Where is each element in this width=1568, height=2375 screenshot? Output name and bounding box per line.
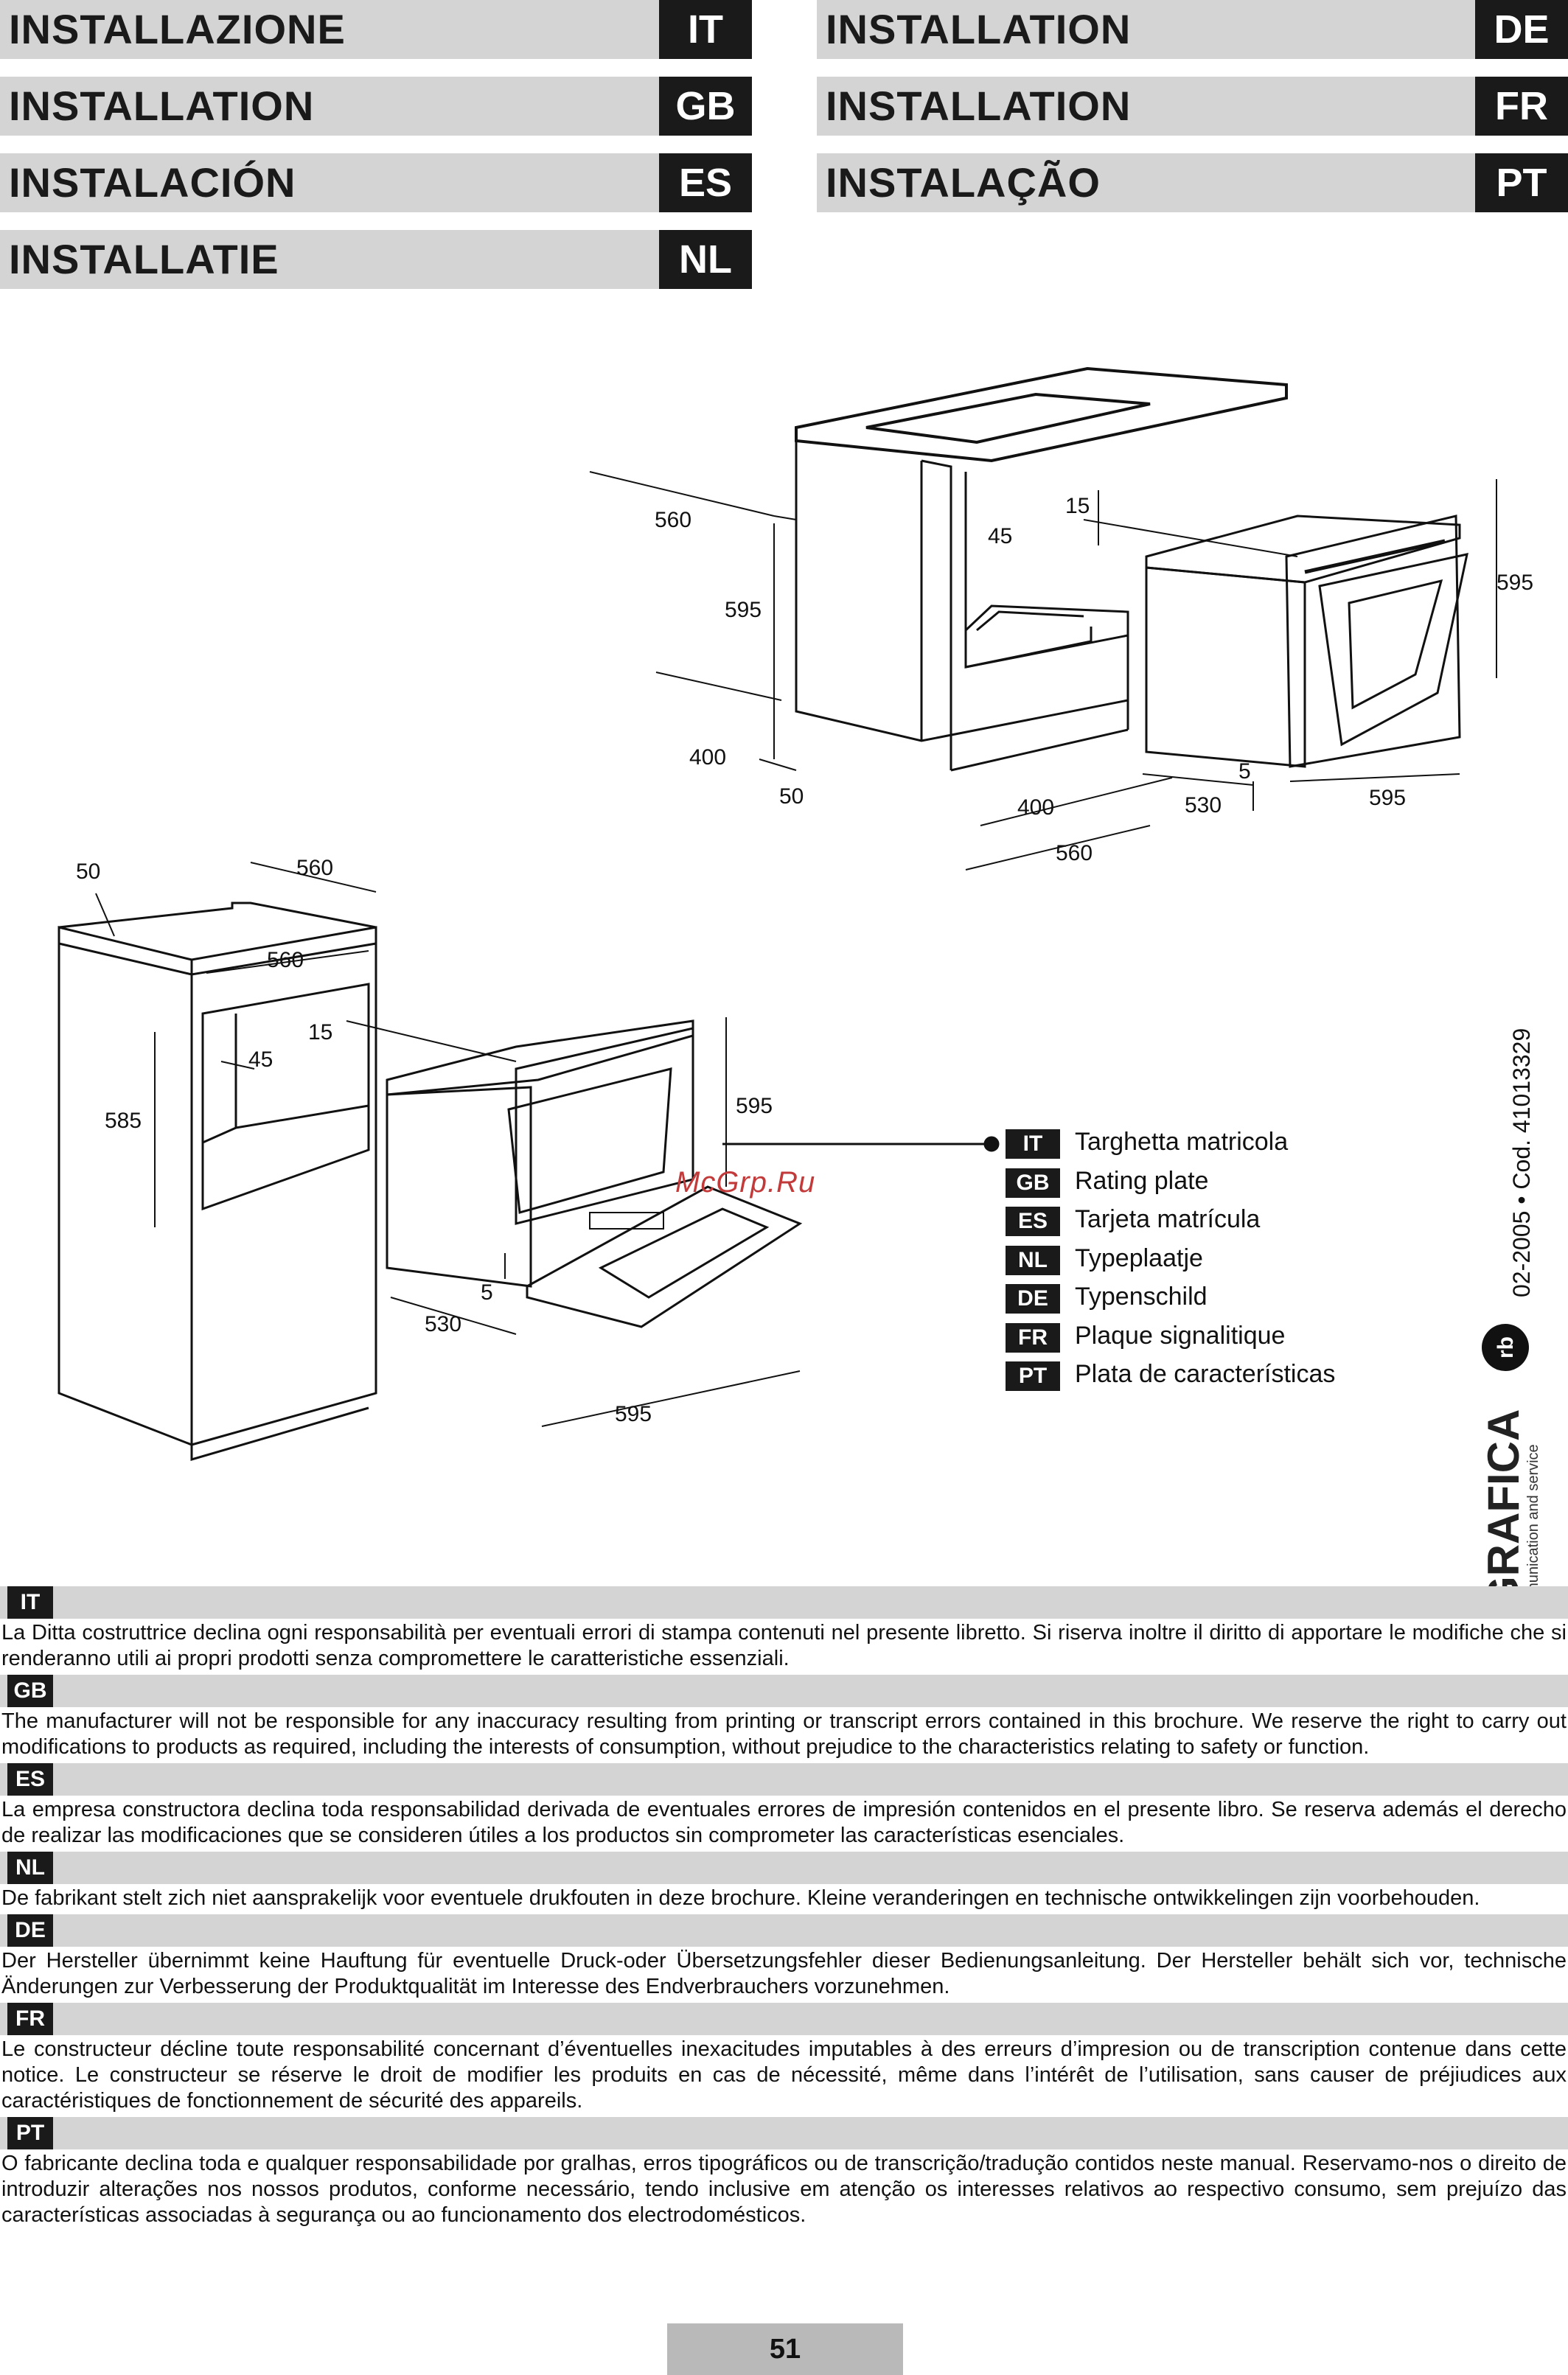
language-code-badge: NL xyxy=(7,1852,53,1884)
header-title: INSTALLATION xyxy=(826,6,1132,52)
diagram-tall-cabinet xyxy=(58,862,1000,1461)
language-code-badge: ES xyxy=(1006,1207,1060,1236)
header-bar-pt: INSTALAÇÃO PT xyxy=(817,153,1568,212)
page-number: 51 xyxy=(667,2323,903,2375)
language-code-badge: IT xyxy=(7,1586,53,1619)
note-text: La empresa constructora declina toda res… xyxy=(1,1798,1567,1847)
legend-row: NL Typeplaatje xyxy=(1006,1241,1389,1280)
disclaimer-notes: IT La Ditta costruttrice declina ogni re… xyxy=(0,1586,1568,2231)
header-title: INSTALAÇÃO xyxy=(826,159,1101,206)
dim-label: 530 xyxy=(1185,793,1222,817)
legend-label: Tarjeta matrícula xyxy=(1075,1205,1261,1233)
legend-label: Plaque signalitique xyxy=(1075,1321,1286,1350)
legend-label: Targhetta matricola xyxy=(1075,1128,1289,1156)
note-band-es: ES xyxy=(0,1763,1568,1796)
dim-label: 560 xyxy=(1056,841,1093,865)
language-code-badge: DE xyxy=(1475,0,1568,59)
note-band-gb: GB xyxy=(0,1675,1568,1707)
dim-label: 595 xyxy=(1496,571,1533,595)
legend-label: Typenschild xyxy=(1075,1283,1208,1311)
header-title: INSTALLATIE xyxy=(9,236,279,282)
legend-row: IT Targhetta matricola xyxy=(1006,1125,1389,1164)
language-code-badge: IT xyxy=(1006,1129,1060,1159)
language-code-badge: PT xyxy=(1475,153,1568,212)
language-code-badge: NL xyxy=(1006,1245,1060,1275)
watermark-text: McGrp.Ru xyxy=(675,1166,816,1199)
legend-label: Plata de características xyxy=(1075,1360,1336,1388)
header-title: INSTALLATION xyxy=(826,83,1132,129)
svg-text:rb: rb xyxy=(1494,1336,1518,1359)
note-text: De fabrikant stelt zich niet aansprakeli… xyxy=(1,1886,1480,1910)
language-code-badge: FR xyxy=(1006,1322,1060,1353)
dim-label: 595 xyxy=(725,598,762,622)
note-band-it: IT xyxy=(0,1586,1568,1619)
legend-row: DE Typenschild xyxy=(1006,1280,1389,1319)
dim-label: 530 xyxy=(425,1312,461,1336)
header-bar-de: INSTALLATION DE xyxy=(817,0,1568,59)
logo-wordmark: GRAFICA xyxy=(1479,1409,1528,1611)
dim-label: 560 xyxy=(655,508,691,532)
header-bar-it: INSTALLAZIONE IT xyxy=(0,0,752,59)
header-bar-fr: INSTALLATION FR xyxy=(817,77,1568,136)
legend-label: Typeplaatje xyxy=(1075,1244,1203,1272)
legend-row: FR Plaque signalitique xyxy=(1006,1319,1389,1358)
language-code-badge: ES xyxy=(659,153,752,212)
dim-label: 5 xyxy=(1238,759,1251,784)
language-code-badge: FR xyxy=(7,2003,53,2035)
dim-label: 45 xyxy=(988,524,1012,548)
dim-label: 595 xyxy=(615,1402,652,1426)
language-code-badge: ES xyxy=(7,1763,53,1796)
dim-label: 400 xyxy=(1017,795,1054,820)
header-title: INSTALLATION xyxy=(9,83,315,129)
dim-label: 585 xyxy=(105,1109,142,1133)
note-band-nl: NL xyxy=(0,1852,1568,1884)
language-code-badge: GB xyxy=(659,77,752,136)
dim-label: 15 xyxy=(1065,494,1090,518)
rating-plate-legend: IT Targhetta matricola GB Rating plate E… xyxy=(1006,1125,1389,1396)
language-code-badge: GB xyxy=(1006,1168,1060,1198)
note-text: The manufacturer will not be responsible… xyxy=(1,1709,1567,1759)
language-code-badge: IT xyxy=(659,0,752,59)
header-bar-nl: INSTALLATIE NL xyxy=(0,230,752,289)
dim-label: 560 xyxy=(267,948,304,972)
note-text: La Ditta costruttrice declina ogni respo… xyxy=(1,1621,1567,1670)
document-code: 02-2005 • Cod. 41013329 xyxy=(1508,1028,1535,1297)
dim-label: 15 xyxy=(308,1020,332,1044)
language-code-badge: DE xyxy=(1006,1284,1060,1314)
language-code-badge: NL xyxy=(659,230,752,289)
language-code-badge: PT xyxy=(7,2117,53,2149)
header-bar-es: INSTALACIÓN ES xyxy=(0,153,752,212)
dim-label: 595 xyxy=(736,1094,773,1118)
legend-row: PT Plata de características xyxy=(1006,1357,1389,1396)
note-text: Le constructeur décline toute responsabi… xyxy=(1,2037,1567,2113)
note-band-fr: FR xyxy=(0,2003,1568,2035)
dim-label: 45 xyxy=(248,1047,273,1072)
language-code-badge: FR xyxy=(1475,77,1568,136)
header-title: INSTALLAZIONE xyxy=(9,6,346,52)
note-band-de: DE xyxy=(0,1914,1568,1947)
dim-label: 595 xyxy=(1369,786,1406,810)
note-band-pt: PT xyxy=(0,2117,1568,2149)
logo-tagline: comunication and service xyxy=(1525,1444,1541,1611)
diagram-under-counter xyxy=(589,366,1497,871)
dim-label: 50 xyxy=(779,784,804,809)
legend-label: Rating plate xyxy=(1075,1166,1209,1195)
legend-row: GB Rating plate xyxy=(1006,1164,1389,1203)
note-text: O fabricante declina toda e qualquer res… xyxy=(1,2152,1567,2227)
language-code-badge: GB xyxy=(7,1675,53,1707)
installation-diagrams: 560 595 45 15 595 400 50 400 560 5 530 5… xyxy=(58,366,1533,1461)
header-bar-gb: INSTALLATION GB xyxy=(0,77,752,136)
language-code-badge: PT xyxy=(1006,1361,1060,1391)
legend-row: ES Tarjeta matrícula xyxy=(1006,1202,1389,1241)
dim-label: 50 xyxy=(76,859,100,884)
language-code-badge: DE xyxy=(7,1914,53,1947)
dim-label: 400 xyxy=(689,745,726,770)
dim-label: 560 xyxy=(296,856,333,880)
note-text: Der Hersteller übernimmt keine Hauftung … xyxy=(1,1949,1567,1998)
header-title: INSTALACIÓN xyxy=(9,159,296,206)
grafica-logo: rb GRAFICA comunication and service xyxy=(1479,1324,1541,1611)
dim-label: 5 xyxy=(481,1280,493,1305)
